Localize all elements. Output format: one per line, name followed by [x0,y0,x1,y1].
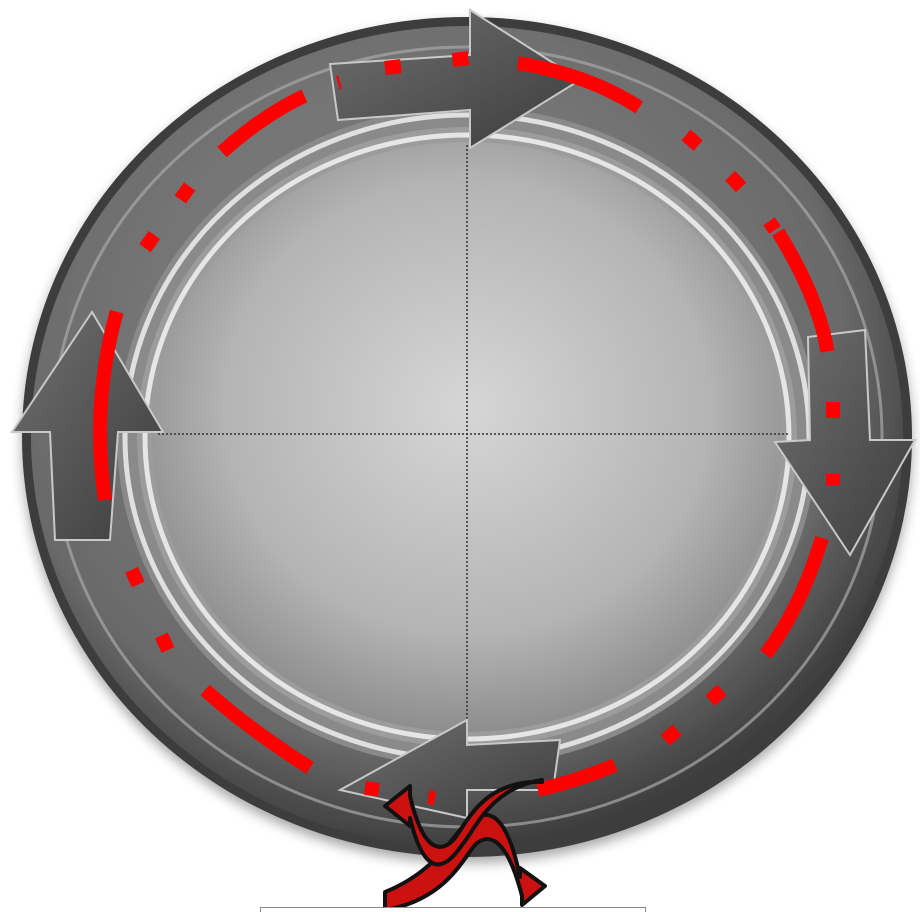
caption-box [260,907,646,912]
